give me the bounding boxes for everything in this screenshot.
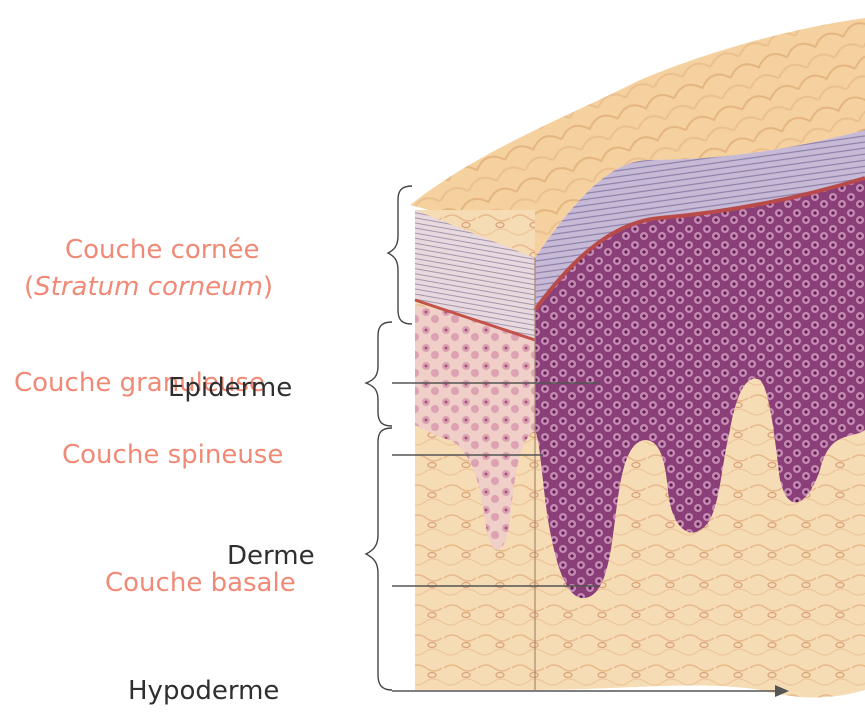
label-epiderme: Epiderme [168, 375, 292, 401]
stratum-close-paren: ) [263, 272, 273, 302]
label-couche-cornee: Couche cornée [65, 237, 259, 263]
label-hypoderme: Hypoderme [128, 678, 279, 704]
label-derme: Derme [227, 543, 315, 569]
stratum-corneum-italic: Stratum corneum [34, 272, 263, 302]
dermis-bracket [366, 428, 392, 690]
epidermis-bracket [366, 322, 392, 426]
label-couche-spineuse: Couche spineuse [62, 442, 283, 468]
stratum-corneum-bracket [388, 186, 412, 324]
stratum-open-paren: ( [24, 272, 34, 302]
label-stratum-corneum: (Stratum corneum) [24, 274, 273, 300]
label-couche-basale: Couche basale [105, 570, 296, 596]
